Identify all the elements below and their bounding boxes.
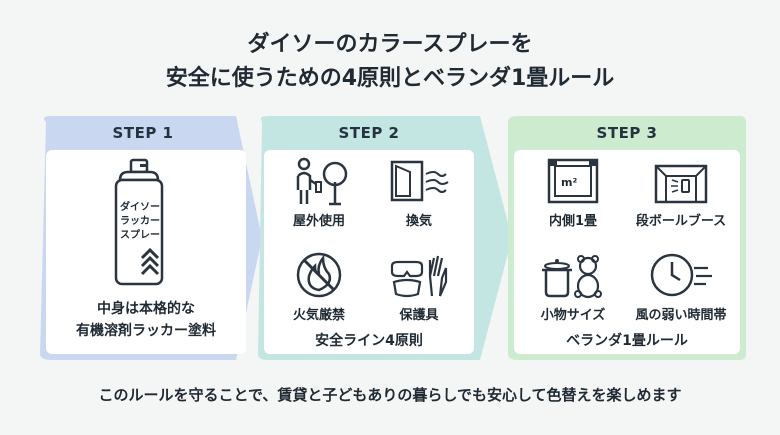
step-1-header: STEP 1	[112, 124, 174, 142]
floor-area-icon: m²	[547, 158, 599, 204]
area-unit-label: m²	[561, 176, 577, 189]
bottom-note: このルールを守ることで、賃貸と子どもありの暮らしでも安心して色替えを楽しめます	[98, 386, 682, 404]
step-2: STEP 2 屋外使用 換気	[258, 116, 480, 360]
step-1-caption: 中身は本格的な 有機溶剤ラッカー塗料	[46, 298, 246, 342]
cardboard-booth-label: 段ボールブース	[635, 214, 727, 229]
calm-wind-time-item: 風の弱い時間帯	[626, 250, 736, 323]
window-wind-icon	[390, 160, 449, 202]
step-1-caption-line-1: 中身は本格的な	[97, 301, 195, 317]
pot-teddy-icon	[542, 255, 602, 299]
outdoor-use-label: 屋外使用	[292, 214, 345, 229]
step-2-caption: 安全ライン4原則	[315, 333, 423, 349]
title-line-1: ダイソーのカラースプレーを	[247, 32, 533, 57]
clock-wind-icon	[650, 253, 712, 297]
step-2-header: STEP 2	[338, 124, 400, 142]
spray-can-icon: ダイソー ラッカー スプレー	[114, 158, 164, 286]
small-item-size-item: 小物サイズ	[518, 250, 628, 323]
inner-one-tatami-label: 内側1畳	[548, 214, 598, 229]
goggles-mask-glove-icon	[390, 255, 448, 298]
outdoor-use-item: 屋外使用	[264, 156, 374, 229]
protective-gear-item: 保護具	[364, 250, 474, 323]
ventilation-label: 換気	[405, 214, 432, 229]
no-fire-label: 火気厳禁	[292, 308, 345, 323]
outdoor-person-tree-icon	[296, 157, 348, 206]
page-title: ダイソーのカラースプレーを 安全に使うための4原則とベランダ1畳ルール	[0, 28, 780, 96]
no-fire-item: 火気厳禁	[264, 250, 374, 323]
step-2-panel: 屋外使用 換気 火気厳禁 保	[264, 150, 474, 354]
cardboard-booth-icon	[654, 164, 708, 204]
step-1-panel: ダイソー ラッカー スプレー 中身は本格的な 有機溶剤ラッカー塗料	[46, 150, 246, 354]
protective-gear-label: 保護具	[399, 308, 439, 323]
ventilation-item: 換気	[364, 156, 474, 229]
step-3: STEP 3 m² 内側1畳 段ボールブース	[508, 116, 746, 360]
step-3-header: STEP 3	[596, 124, 658, 142]
step-1-caption-line-2: 有機溶剤ラッカー塗料	[76, 323, 216, 339]
can-label-line-3: スプレー	[120, 228, 160, 241]
step-3-panel: m² 内側1畳 段ボールブース	[514, 150, 740, 354]
can-label-line-1: ダイソー	[120, 200, 160, 213]
can-label-line-2: ラッカー	[120, 215, 160, 227]
title-line-2: 安全に使うための4原則とベランダ1畳ルール	[165, 66, 615, 91]
inner-one-tatami-item: m² 内側1畳	[518, 156, 628, 229]
calm-wind-time-label: 風の弱い時間帯	[635, 308, 727, 323]
step-1: STEP 1 ダイソー ラッカー スプレー 中身は本格的な 有機溶剤ラッカー塗料	[40, 116, 246, 360]
no-fire-icon	[296, 252, 342, 298]
cardboard-booth-item: 段ボールブース	[626, 156, 736, 229]
small-item-size-label: 小物サイズ	[540, 308, 606, 323]
step-3-caption: ベランダ1畳ルール	[566, 333, 688, 349]
